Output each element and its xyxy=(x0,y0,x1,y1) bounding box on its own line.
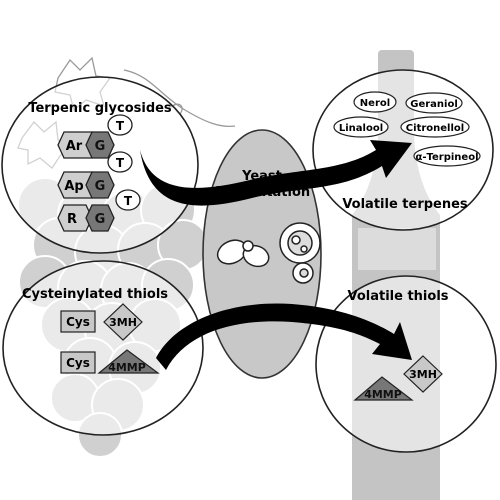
terpene-pill xyxy=(405,92,463,114)
glucose-hexagon xyxy=(85,131,115,159)
4mmp-label: 4MMP xyxy=(108,361,146,374)
volatile-thiols-panel: Volatile thiols 3MH 4MMP xyxy=(315,275,497,453)
terpene-tag xyxy=(107,151,133,173)
terpene-tag xyxy=(107,114,133,136)
aglycone-hexagon xyxy=(57,204,93,232)
glucose-label: G xyxy=(95,139,106,154)
aglycone-label: Ar xyxy=(66,139,83,154)
terpenic-glycosides-panel: Terpenic glycosides Ar G T Ap G T R G T xyxy=(1,76,199,254)
glucose-label: G xyxy=(95,179,106,194)
glucose-hexagon xyxy=(85,204,115,232)
transformation-arrows xyxy=(140,140,412,370)
glycosides-title: Terpenic glycosides xyxy=(28,101,172,116)
3mh-diamond xyxy=(103,303,143,341)
terpene-tag-label: T xyxy=(116,156,125,170)
3mh-label: 3MH xyxy=(409,368,437,381)
glucose-hexagon xyxy=(85,171,115,199)
aglycone-label: R xyxy=(67,212,77,227)
terpene-release-arrow xyxy=(140,140,412,206)
terpene-pill xyxy=(400,116,470,138)
terpene-tag xyxy=(115,189,141,211)
terpene-name: Linalool xyxy=(339,123,383,134)
terpene-pill xyxy=(413,145,481,167)
terpene-name: Citronellol xyxy=(406,123,464,134)
cys-box xyxy=(60,310,96,333)
cys-box xyxy=(60,351,96,374)
3mh-diamond xyxy=(403,355,443,393)
yeast-fermentation-panel: Yeast fermentation xyxy=(202,129,322,379)
cysteinylated-title: Cysteinylated thiols xyxy=(22,287,168,302)
terpene-pill xyxy=(353,91,397,113)
thiols-title: Volatile thiols xyxy=(347,289,448,304)
terpenes-title: Volatile terpenes xyxy=(342,197,468,212)
terpene-tag-label: T xyxy=(116,119,125,133)
terpene-name: Nerol xyxy=(360,98,390,109)
glucose-label: G xyxy=(95,212,106,227)
thiol-release-arrow xyxy=(156,303,412,370)
terpene-name: α-Terpineol xyxy=(415,152,478,163)
aglycone-label: Ap xyxy=(64,179,83,194)
terpene-name: Geraniol xyxy=(410,99,458,110)
cys-label: Cys xyxy=(66,315,90,329)
3mh-label: 3MH xyxy=(109,316,137,329)
yeast-cells-icon xyxy=(216,222,321,284)
4mmp-triangle xyxy=(97,349,160,374)
4mmp-triangle xyxy=(353,376,414,401)
cysteinylated-thiols-panel: Cysteinylated thiols Cys 3MH Cys 4MMP xyxy=(2,260,204,436)
4mmp-label: 4MMP xyxy=(364,388,402,401)
terpene-pill xyxy=(333,116,389,138)
cys-label: Cys xyxy=(66,356,90,370)
terpene-tag-label: T xyxy=(124,194,133,208)
